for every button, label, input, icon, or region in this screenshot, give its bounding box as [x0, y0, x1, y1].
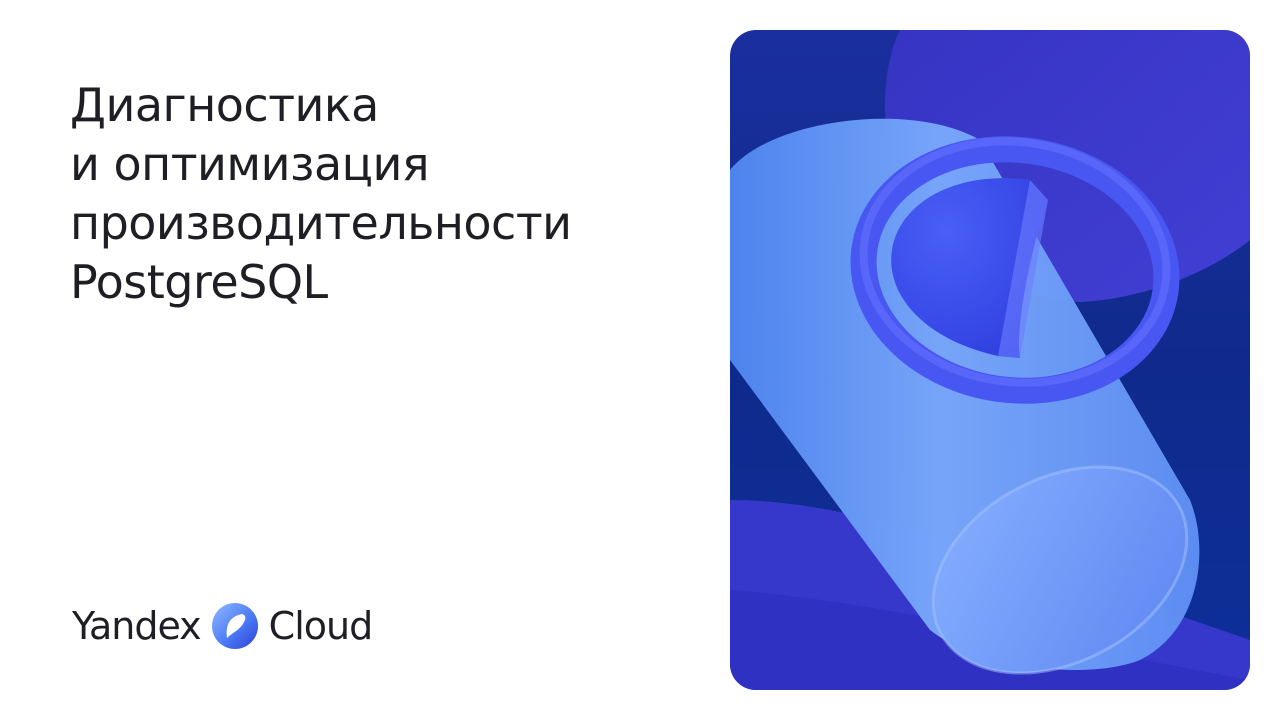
slide-title: Диагностика и оптимизация производительн…	[70, 76, 690, 312]
title-line-1: Диагностика	[70, 78, 379, 132]
logo-word-cloud: Cloud	[268, 604, 374, 648]
database-cylinder-with-ring-illustration	[730, 30, 1250, 690]
logo-word-yandex: Yandex	[72, 604, 202, 648]
title-line-4: PostgreSQL	[70, 255, 328, 309]
database-illustration	[730, 30, 1250, 690]
title-line-3: производительности	[70, 196, 572, 250]
yandex-cloud-logo: Yandex Cloud	[72, 598, 374, 654]
title-line-2: и оптимизация	[70, 137, 430, 191]
yandex-cloud-logo-icon	[211, 603, 258, 649]
